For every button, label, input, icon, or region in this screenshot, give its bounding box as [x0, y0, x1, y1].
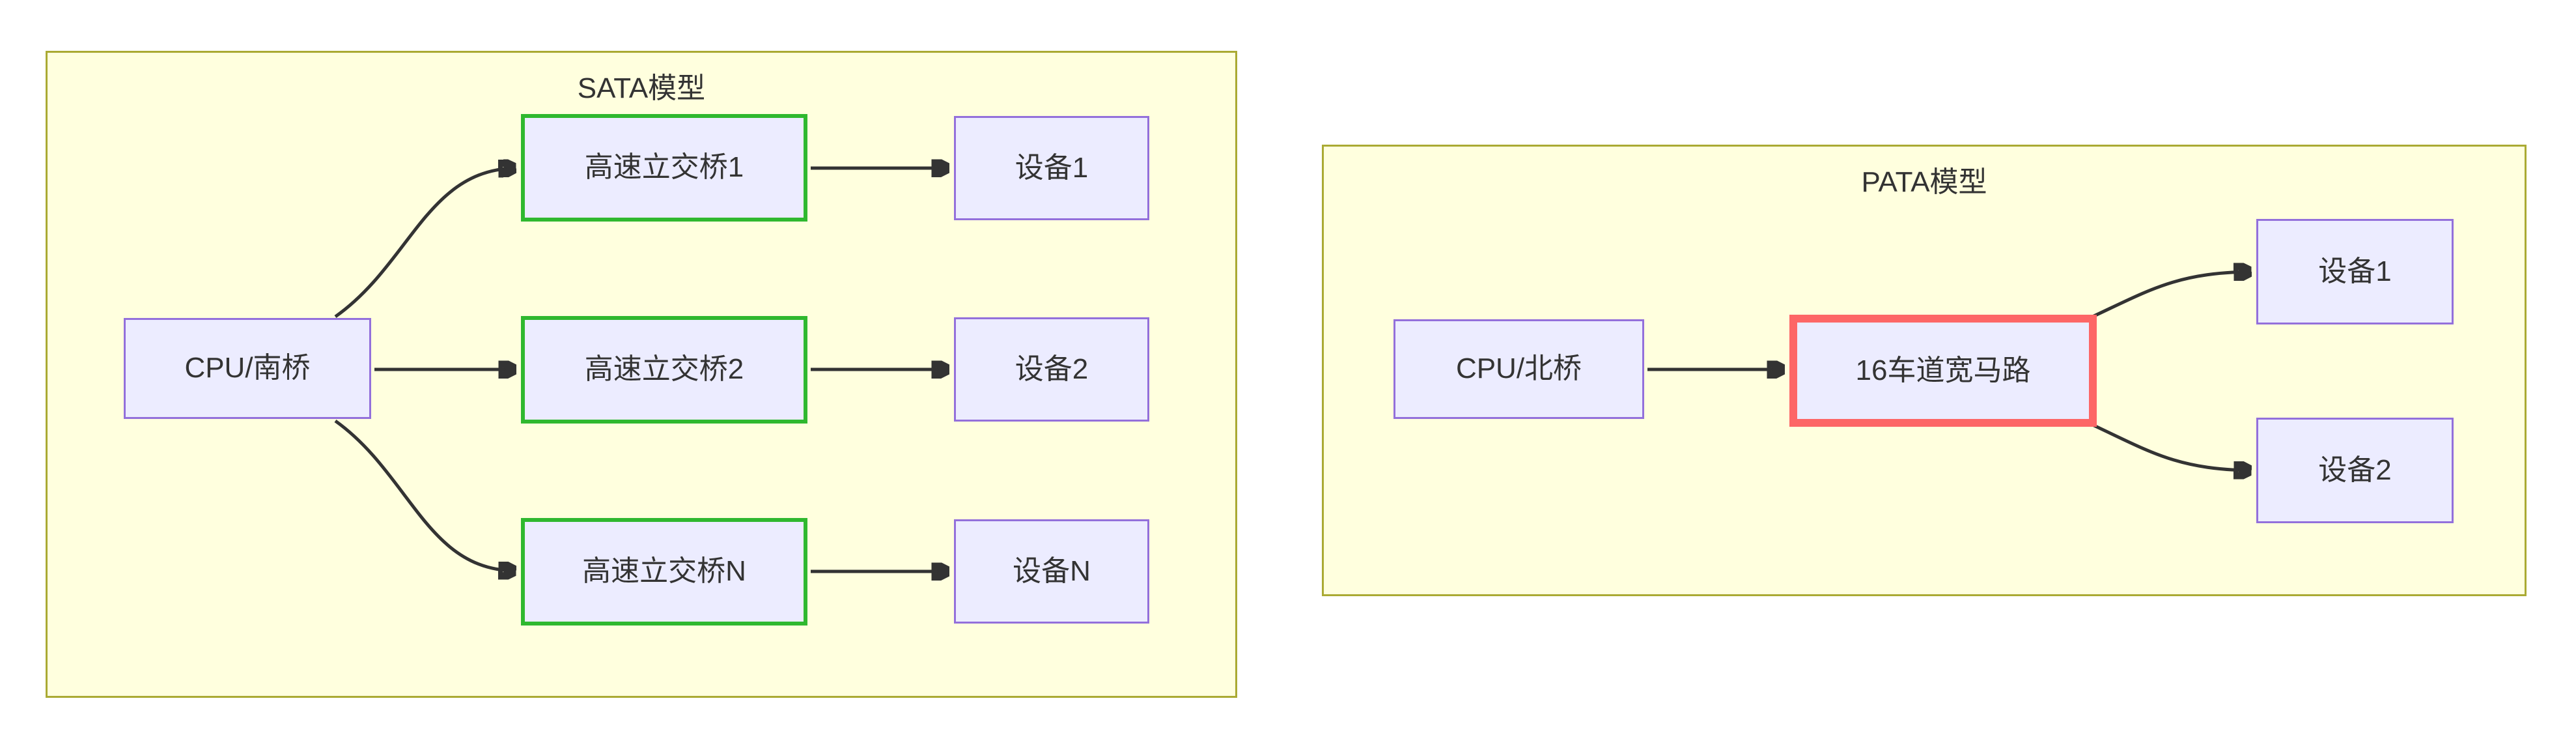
node-label: 设备N — [1013, 554, 1091, 587]
node-label: 设备1 — [1015, 151, 1089, 184]
node-highway-bridge-1: 高速立交桥1 — [521, 114, 807, 222]
node-label: 设备2 — [1015, 352, 1089, 385]
node-label: 16车道宽马路 — [1855, 354, 2031, 386]
node-label: CPU/南桥 — [184, 352, 311, 384]
node-label: 高速立交桥1 — [584, 151, 744, 184]
node-label: 高速立交桥2 — [584, 353, 744, 386]
node-highway-bridge-n: 高速立交桥N — [521, 518, 807, 626]
node-cpu-south-bridge: CPU/南桥 — [124, 318, 371, 419]
node-sata-device-2: 设备2 — [954, 317, 1149, 422]
node-pata-device-2: 设备2 — [2256, 418, 2454, 523]
node-label: 设备2 — [2318, 453, 2392, 486]
node-highway-bridge-2: 高速立交桥2 — [521, 316, 807, 424]
pata-model-title: PATA模型 — [1861, 166, 1987, 198]
node-label: 高速立交桥N — [582, 555, 746, 588]
node-pata-device-1: 设备1 — [2256, 219, 2454, 324]
node-label: CPU/北桥 — [1455, 352, 1582, 385]
node-sata-device-n: 设备N — [954, 519, 1149, 624]
node-sata-device-1: 设备1 — [954, 116, 1149, 220]
node-16-lane-road: 16车道宽马路 — [1789, 315, 2097, 427]
node-label: 设备1 — [2318, 255, 2392, 287]
node-cpu-north-bridge: CPU/北桥 — [1393, 319, 1644, 419]
sata-model-title: SATA模型 — [577, 72, 706, 104]
